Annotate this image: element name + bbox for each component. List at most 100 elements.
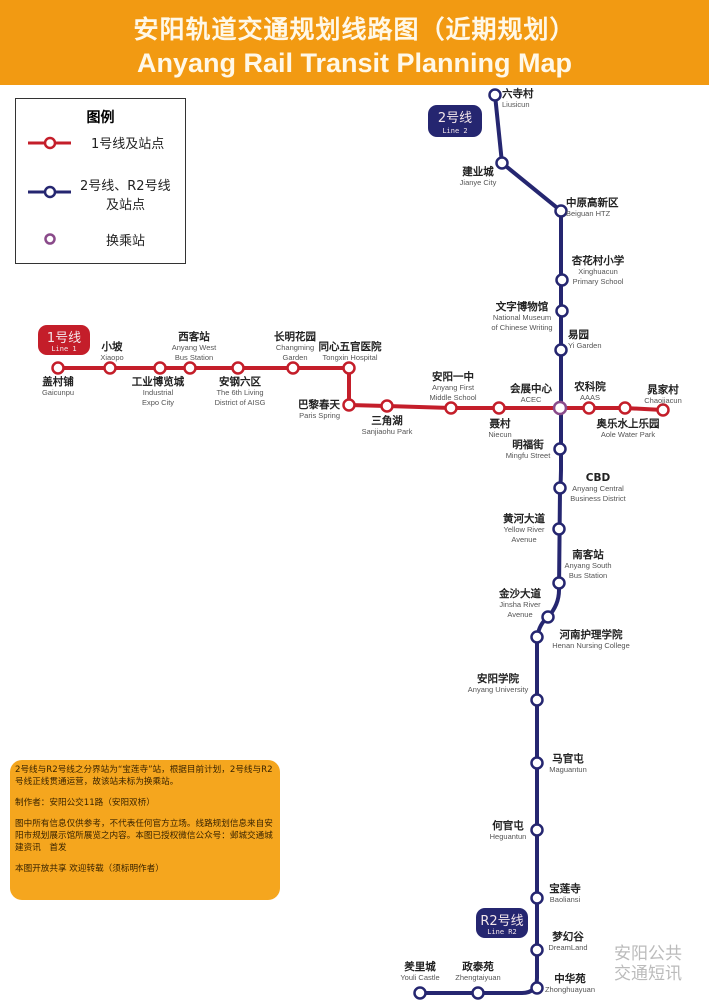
- station-name-zh: 西客站: [178, 330, 210, 343]
- badge-en: Line R2: [487, 928, 517, 936]
- station-name-en: District of AISG: [215, 398, 266, 407]
- station-name-zh: 安钢六区: [219, 375, 261, 388]
- line2-track: [493, 94, 563, 950]
- station-name-zh: 同心五官医院: [319, 340, 382, 353]
- station-name-zh: 会展中心: [510, 382, 552, 395]
- station-dot-icon: [618, 401, 632, 415]
- station-name-en: The 6th Living: [216, 388, 263, 397]
- station-dot-icon: [286, 361, 300, 375]
- station-name-zh: 何官屯: [492, 819, 524, 832]
- station-name-en: Anyang Central: [572, 484, 624, 493]
- station-name-zh: 羑里城: [404, 960, 436, 973]
- station-name-en: Xinghuacun: [578, 267, 618, 276]
- legend-line2-sublabel: 及站点: [106, 198, 146, 213]
- legend-symbols: [28, 136, 71, 245]
- station-name-zh: 巴黎春天: [298, 398, 340, 411]
- title-en: Anyang Rail Transit Planning Map: [136, 48, 573, 78]
- station-name-en: Middle School: [429, 393, 476, 402]
- interchange-legend-icon: [44, 233, 56, 245]
- station-dot-icon: [530, 630, 544, 644]
- station-name-en: Zhengtaiyuan: [455, 973, 500, 982]
- station-dot-icon: [553, 442, 567, 456]
- station-dot-icon: [530, 981, 544, 995]
- station-name-zh: 南客站: [572, 548, 604, 561]
- badge-background: [428, 105, 482, 137]
- station-name-en: National Museum: [493, 313, 551, 322]
- station-name-en: Henan Nursing College: [552, 641, 630, 650]
- station-name-en: Bus Station: [175, 353, 213, 362]
- station-dot-icon: [380, 399, 394, 413]
- note-disclaimer: 图中所有信息仅供参考，不代表任何官方立场。线路规划信息来自安阳市规划展示馆所展览…: [15, 819, 273, 853]
- station-name-en: Sanjiaohu Park: [362, 427, 413, 436]
- station-name-en: Chaojiacun: [644, 396, 682, 405]
- station-name-en: AAAS: [580, 393, 600, 402]
- station-name-en: Heguantun: [490, 832, 527, 841]
- station-name-en: Zhonghuayuan: [545, 985, 595, 994]
- station-dot-icon: [530, 823, 544, 837]
- station-name-zh: 金沙大道: [498, 587, 541, 600]
- station-name-zh: 明福街: [512, 438, 544, 451]
- station-name-zh: 奥乐水上乐园: [597, 417, 660, 430]
- station-dot-icon: [530, 891, 544, 905]
- station-name-en: Bus Station: [569, 571, 607, 580]
- station-name-en: Primary School: [573, 277, 624, 286]
- station-name-zh: 晁家村: [647, 383, 679, 396]
- station-name-zh: 工业博览城: [132, 375, 185, 388]
- badge-background: [38, 325, 90, 355]
- station-name-en: Liusicun: [502, 100, 530, 109]
- station-name-zh: 梦幻谷: [552, 930, 584, 943]
- station-dot-icon: [51, 361, 65, 375]
- station-dot-icon: [554, 204, 568, 218]
- station-dot-icon: [342, 361, 356, 375]
- legend-line1-label: 1号线及站点: [91, 137, 165, 152]
- station-name-zh: 长明花园: [274, 330, 316, 343]
- note-author: 制作者：安阳公交11路（安阳双桥）: [15, 798, 155, 808]
- watermark: 安阳公共交通短讯: [614, 944, 682, 984]
- station-name-zh: 政泰苑: [462, 960, 494, 973]
- station-name-zh: 六寺村: [502, 87, 534, 100]
- station-name-en: Anyang South: [564, 561, 611, 570]
- station-name-en: Avenue: [511, 535, 536, 544]
- station-dot-icon: [231, 361, 245, 375]
- station-name-zh: 小坡: [101, 340, 123, 353]
- title-banner: 安阳轨道交通规划线路图（近期规划） Anyang Rail Transit Pl…: [0, 0, 709, 85]
- station-name-en: ACEC: [521, 395, 542, 404]
- station-dot-icon: [471, 986, 485, 1000]
- station-name-zh: 聂村: [489, 417, 511, 430]
